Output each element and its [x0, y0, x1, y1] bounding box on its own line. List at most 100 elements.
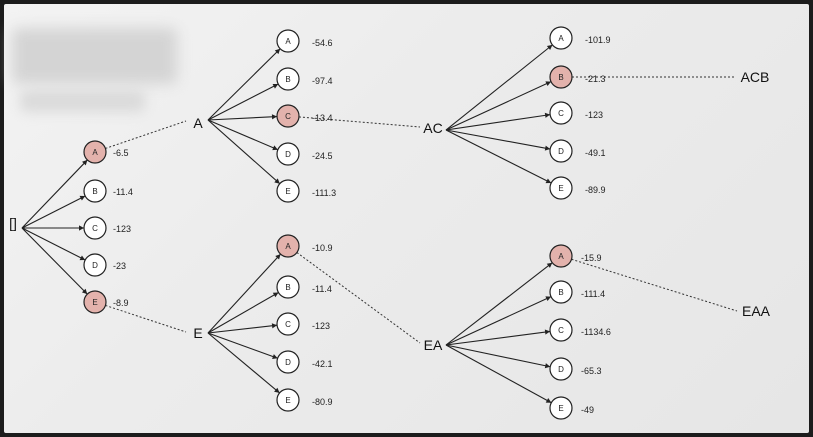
score-e-a: -10.9 [312, 243, 333, 253]
node-a-d [276, 142, 300, 166]
node-ac-a [549, 26, 573, 50]
node-letter-ac-c: C [558, 109, 564, 118]
edge-ac-c [445, 114, 551, 131]
arrowhead-e-d [272, 354, 278, 359]
node-letter-a-e: E [285, 187, 290, 196]
score-e-b: -11.4 [312, 284, 332, 294]
score-a-d: -24.5 [312, 151, 333, 161]
node-letter-a-a: A [285, 37, 291, 46]
arrowhead-ac-d [544, 145, 551, 151]
node-letter-e-c: C [285, 320, 291, 329]
edge-ea-b [445, 296, 552, 346]
edge-ac-e [445, 129, 552, 184]
sequence-label-root: [] [9, 215, 17, 231]
node-ea-a [549, 244, 573, 268]
edge-e-e [207, 332, 280, 394]
arrowhead-a-b [272, 83, 279, 89]
arrowhead-ea-b [545, 296, 552, 302]
arrowhead-ac-e [545, 178, 552, 184]
sequence-label-ac: AC [423, 120, 442, 136]
score-root-a: -6.5 [113, 148, 129, 158]
node-root-d [83, 253, 107, 277]
nodes-layer: A-6.5B-11.4C-123D-23E-8.9A-54.6B-97.4C-1… [83, 26, 611, 420]
score-ac-c: -123 [585, 110, 603, 120]
score-ac-b: -21.3 [585, 74, 606, 84]
edge-root-d [21, 227, 86, 261]
edge-e-d [207, 332, 278, 359]
node-ea-c [549, 318, 573, 342]
dotted-link-root-a-to-a [105, 120, 187, 149]
sequence-label-eaa: EAA [742, 303, 771, 319]
node-letter-ea-d: D [558, 365, 564, 374]
node-letter-e-e: E [285, 396, 290, 405]
score-e-e: -80.9 [312, 397, 333, 407]
node-letter-a-d: D [285, 150, 291, 159]
node-letter-e-a: A [285, 242, 291, 251]
score-root-b: -11.4 [113, 187, 133, 197]
dotted-link-ea-a-to-eaa [571, 258, 738, 312]
node-letter-e-b: B [285, 283, 290, 292]
arrowhead-e-e [274, 387, 280, 393]
score-e-d: -42.1 [312, 359, 333, 369]
node-letter-a-c: C [285, 112, 291, 121]
node-e-c [276, 312, 300, 336]
arrowhead-ac-b [545, 81, 552, 87]
node-root-a [83, 140, 107, 164]
node-ac-e [549, 176, 573, 200]
edge-ea-c [445, 330, 551, 346]
blurred-region-small [20, 90, 145, 112]
edge-a-a [207, 48, 281, 121]
edge-ea-d [445, 344, 551, 368]
edge-a-b [207, 83, 279, 121]
arrowhead-a-c [271, 114, 278, 120]
edge-root-b [21, 195, 86, 229]
edge-root-e [21, 227, 88, 295]
node-letter-ea-e: E [558, 404, 563, 413]
edge-a-e [207, 119, 281, 185]
sequence-label-acb: ACB [741, 69, 770, 85]
arrowhead-root-b [79, 195, 86, 201]
arrowhead-a-a [274, 48, 281, 55]
arrowhead-ea-e [545, 398, 552, 403]
node-a-c [276, 104, 300, 128]
score-ea-e: -49 [581, 405, 594, 415]
node-e-a [276, 234, 300, 258]
node-root-e [83, 290, 107, 314]
edge-e-a [207, 253, 281, 334]
arrowhead-ea-d [544, 363, 551, 369]
arrowhead-a-d [272, 145, 278, 151]
arrowhead-ea-a [546, 262, 553, 268]
score-a-b: -97.4 [312, 76, 333, 86]
edge-ea-e [445, 344, 552, 404]
node-letter-ea-c: C [558, 326, 564, 335]
score-ea-b: -111.4 [581, 289, 605, 299]
edge-ea-a [445, 262, 553, 346]
arrowhead-e-a [275, 254, 281, 260]
score-ac-d: -49.1 [585, 148, 606, 158]
score-ac-e: -89.9 [585, 185, 606, 195]
node-letter-ac-e: E [558, 184, 563, 193]
arrowhead-root-a [82, 159, 88, 166]
dotted-link-root-e-to-e [105, 304, 187, 333]
node-e-d [276, 350, 300, 374]
node-letter-ea-a: A [558, 252, 564, 261]
score-ea-d: -65.3 [581, 366, 602, 376]
node-letter-root-d: D [92, 261, 98, 270]
score-ea-a: -15.9 [581, 253, 602, 263]
edge-ac-a [445, 44, 553, 131]
score-e-c: -123 [312, 321, 330, 331]
arrowhead-root-d [79, 255, 86, 261]
node-root-b [83, 179, 107, 203]
dotted-connections-layer [105, 76, 738, 344]
arrowhead-ac-a [546, 44, 553, 51]
node-a-e [276, 179, 300, 203]
node-letter-ac-d: D [558, 147, 564, 156]
node-letter-root-b: B [92, 187, 97, 196]
node-ac-d [549, 139, 573, 163]
node-letter-e-d: D [285, 358, 291, 367]
sequence-label-e: E [193, 325, 202, 341]
sequence-label-a: A [193, 115, 203, 131]
arrowhead-a-e [274, 178, 280, 184]
edge-a-d [207, 119, 279, 151]
